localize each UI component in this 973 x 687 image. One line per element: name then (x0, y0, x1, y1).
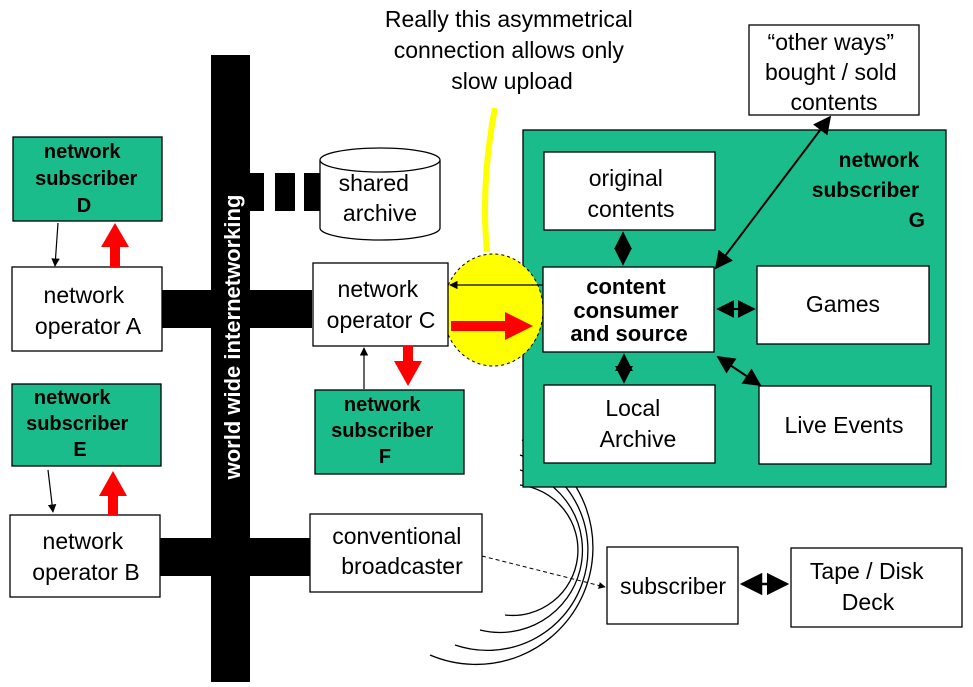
games-label: Games (806, 291, 880, 317)
games-box (756, 265, 930, 345)
consumer-other-ways-arrow (714, 115, 832, 270)
live-events-label: Live Events (785, 412, 904, 438)
operator-b-label: network operator B (32, 528, 139, 585)
original-contents-label: original contents (588, 165, 675, 222)
operator-c-label: network operator C (327, 276, 436, 333)
broadcaster-to-subscriber-arrow (481, 555, 606, 589)
other-ways-box (748, 24, 920, 116)
original-contents-box (543, 151, 716, 231)
operator-b-box (9, 514, 161, 598)
subscriber-label: subscriber (620, 573, 726, 599)
b-to-e-red-arrow (99, 471, 127, 515)
c-to-f-red-arrow (394, 346, 422, 386)
shared-archive-label: shared archive (339, 170, 417, 226)
consumer-live-events-arrow (716, 356, 762, 386)
d-to-a-arrow (51, 222, 60, 267)
live-events-box (758, 385, 932, 465)
other-ways-label: “other ways” bought / sold contents (765, 29, 903, 115)
tape-deck-box (790, 547, 963, 628)
operator-a-box (11, 266, 163, 352)
content-consumer-label: content consumer and source (570, 274, 687, 346)
backbone-label: world wide internetworking (220, 195, 245, 481)
archive-link-dash-3 (304, 173, 320, 211)
subscriber-g-title: network subscriber G (812, 149, 925, 232)
broadcaster-label: conventional broadcaster (332, 523, 468, 579)
c-to-consumer-red-arrow (451, 312, 533, 340)
local-archive-label: Local Archive (600, 395, 677, 452)
e-to-b-arrow (47, 469, 57, 513)
subscriber-d-box (12, 136, 163, 222)
subscriber-d-label: network subscriber D (35, 141, 143, 217)
operator-c-box (312, 262, 449, 347)
backbone-bar (211, 55, 250, 682)
tape-deck-label: Tape / Disk Deck (810, 558, 930, 615)
shared-archive-cylinder: shared archive (319, 147, 441, 241)
local-archive-box (543, 384, 716, 464)
archive-link-dash-2 (275, 173, 295, 211)
broadcaster-box (309, 513, 483, 593)
subscriber-e-box (11, 383, 162, 467)
subscriber-f-box (314, 389, 465, 475)
asymmetric-connection-ellipse (442, 253, 544, 367)
callout-pointer (482, 107, 498, 253)
subscriber-f-label: network subscriber F (331, 394, 439, 468)
a-to-d-red-arrow (101, 223, 129, 267)
operator-a-label: network operator A (35, 282, 142, 339)
callout-text: Really this asymmetrical connection allo… (385, 6, 639, 94)
subscriber-e-label: network subscriber E (26, 387, 134, 461)
subscriber-box (606, 546, 739, 625)
archive-link-dash-1 (250, 173, 264, 211)
content-consumer-box (542, 266, 715, 353)
